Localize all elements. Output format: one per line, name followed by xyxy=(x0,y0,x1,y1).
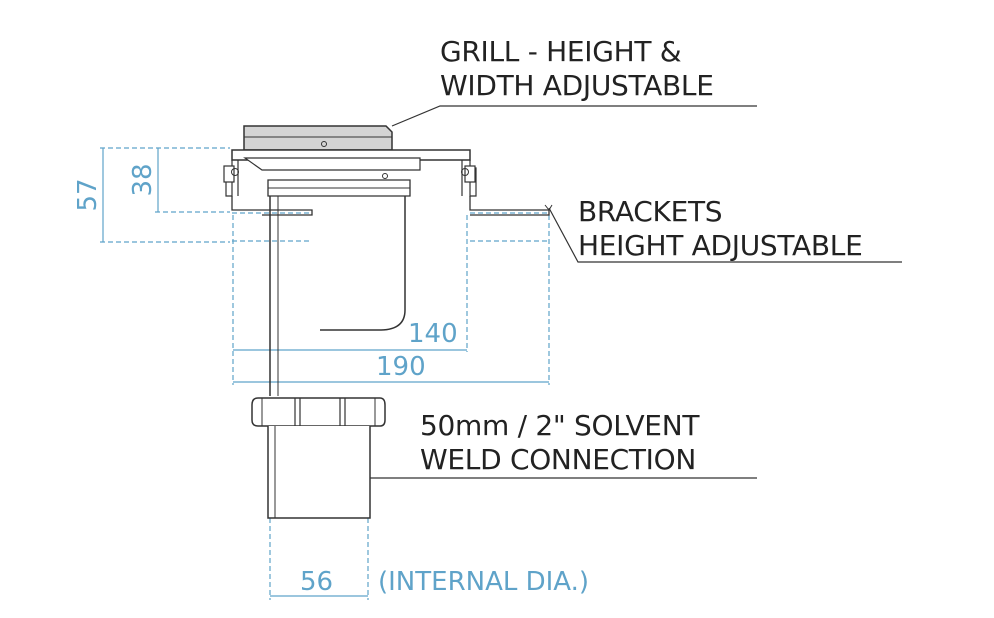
grill xyxy=(243,125,393,151)
connection-label-line-1: 50mm / 2" SOLVENT xyxy=(420,409,700,442)
body xyxy=(269,196,406,396)
leader-lines xyxy=(370,105,902,479)
dimension-lines xyxy=(100,147,550,600)
drain-body xyxy=(223,125,553,519)
grill-label-line-1: GRILL - HEIGHT & xyxy=(440,35,682,68)
coupling-nut xyxy=(251,397,386,427)
dim-38: 38 xyxy=(128,163,158,197)
dim-internal-dia-note: (INTERNAL DIA.) xyxy=(378,567,590,597)
dim-56: 56 xyxy=(300,567,334,597)
connection-label-line-2: WELD CONNECTION xyxy=(420,443,697,476)
dim-57: 57 xyxy=(73,178,103,212)
brackets-label-line-1: BRACKETS xyxy=(578,195,723,228)
outlet-pipe xyxy=(267,426,371,519)
dim-190: 190 xyxy=(376,352,426,382)
grill-label-line-2: WIDTH ADJUSTABLE xyxy=(440,69,714,102)
dim-140: 140 xyxy=(408,319,458,349)
brackets-label-line-2: HEIGHT ADJUSTABLE xyxy=(578,229,863,262)
